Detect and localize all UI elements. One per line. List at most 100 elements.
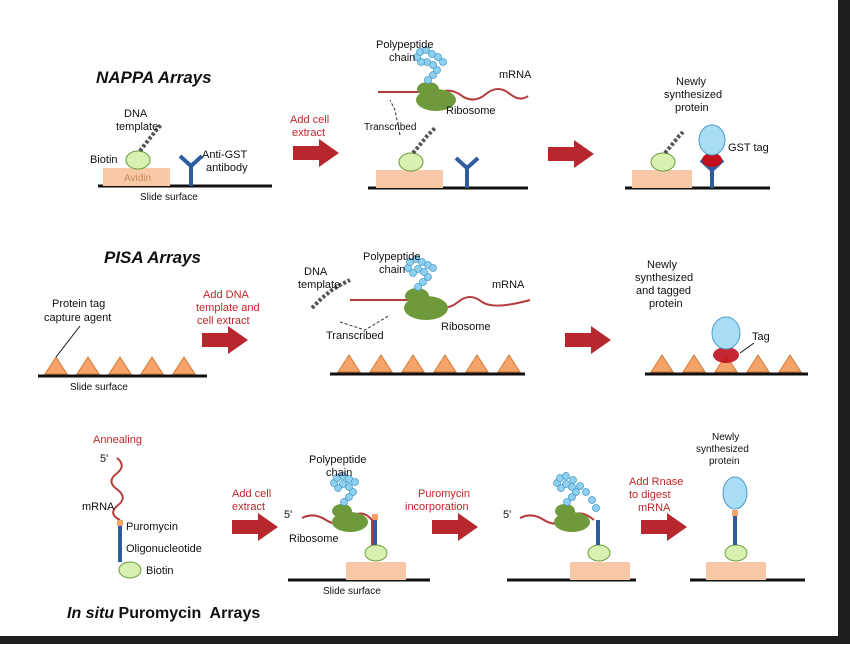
insitu-arrow-1	[232, 513, 278, 541]
puromycin-mark	[372, 514, 378, 520]
insitu-arrow-3	[641, 513, 687, 541]
avidin-block	[632, 170, 692, 188]
newly-label-2: synthesized	[635, 272, 693, 284]
avidin-label: Avidin	[124, 173, 151, 184]
nappa-add-cell-1: Add cell	[290, 114, 329, 126]
biotin-bead	[125, 150, 151, 170]
slide-surface-label: Slide surface	[70, 382, 128, 393]
nappa-arrow-1	[293, 139, 339, 167]
dna-template-label-1: DNA	[304, 266, 328, 278]
newly-label-1: Newly	[647, 259, 677, 271]
tag	[713, 347, 739, 363]
avidin-block	[103, 168, 170, 186]
dna-template	[138, 122, 164, 153]
avidin-block	[376, 170, 443, 188]
newly-synth-protein	[698, 124, 726, 156]
insitu-title: In situ Puromycin Arrays	[67, 605, 260, 622]
biotin-bead	[364, 544, 388, 562]
dna-template	[663, 130, 685, 155]
surface-block	[570, 562, 630, 580]
newly-label-1: Newly	[712, 432, 739, 443]
polypeptide-beads	[413, 46, 447, 84]
slide-surface-label: Slide surface	[323, 586, 381, 597]
pisa-panel-1: Protein tag capture agent Slide surface	[38, 298, 207, 393]
anti-gst-antibody	[178, 154, 204, 186]
insitu-panel-1: Annealing 5' mRNA Puromycin Oligonucleot…	[82, 434, 202, 579]
pisa-arrow-1	[202, 326, 248, 354]
insitu-title-italic: In situ	[67, 605, 114, 622]
biotin-bead	[587, 544, 611, 562]
transcribed-label: Transcribed	[326, 330, 384, 342]
mrna-strand	[378, 88, 529, 101]
newly-synth-protein	[722, 476, 748, 510]
right-border	[838, 0, 850, 644]
pisa-add-2: template and	[196, 302, 260, 314]
ribosome-label: Ribosome	[446, 105, 496, 117]
puromycin-incorp-2: incorporation	[405, 501, 469, 513]
ribosome-label: Ribosome	[289, 533, 339, 545]
pointer-line	[55, 325, 81, 358]
pisa-arrow-2	[565, 326, 611, 354]
nappa-panel-2: Polypeptide chain mRNA Ribosome Transcri…	[364, 39, 532, 190]
pisa-add-1: Add DNA	[203, 289, 250, 301]
newly-label-3: protein	[675, 102, 709, 114]
biotin-bead	[724, 544, 748, 562]
pisa-add-3: cell extract	[197, 315, 250, 327]
five-prime-label: 5'	[284, 509, 292, 521]
anti-gst-label-2: antibody	[206, 162, 248, 174]
puromycin-incorp-1: Puromycin	[418, 488, 470, 500]
transcribed-label: Transcribed	[364, 122, 416, 133]
rnase-label-2: to digest	[629, 489, 671, 501]
nappa-panel-1: Avidin DNA template Biotin Anti-GST anti…	[90, 108, 272, 203]
pisa-title: PISA Arrays	[104, 248, 201, 267]
ribosome-small	[332, 504, 352, 518]
polypeptide-beads	[553, 472, 600, 512]
tag-label: Tag	[752, 331, 770, 343]
slide-surface-label: Slide surface	[140, 192, 198, 203]
nappa-panel-3: Newly synthesized protein GST tag	[625, 76, 770, 190]
dna-template-label-2: template	[116, 121, 158, 133]
ribosome-small	[417, 82, 439, 96]
pisa-panel-2: DNA template Polypeptide chain mRNA Ribo…	[298, 251, 531, 376]
gst-tag-label: GST tag	[728, 142, 769, 154]
mrna-label: mRNA	[492, 279, 525, 291]
capture-pyramids	[44, 356, 196, 375]
insitu-add-cell-2: extract	[232, 501, 265, 513]
insitu-title-rest: Puromycin Arrays	[114, 605, 260, 622]
mrna-label: mRNA	[82, 501, 115, 513]
polypeptide-label-2: chain	[379, 264, 405, 276]
tag-pointer	[739, 342, 755, 354]
capture-pyramids	[650, 354, 802, 373]
newly-label-2: synthesized	[696, 444, 749, 455]
dna-template	[411, 126, 437, 155]
dna-template	[310, 278, 351, 310]
tagged-protein	[711, 316, 741, 350]
insitu-panel-4: Newly synthesized protein	[690, 432, 805, 582]
newly-label-2: synthesized	[664, 89, 722, 101]
newly-label-1: Newly	[676, 76, 706, 88]
surface-block	[346, 562, 406, 580]
polypeptide-label-2: chain	[326, 467, 352, 479]
transcribed-arrow	[389, 99, 401, 136]
polypeptide-label-1: Polypeptide	[376, 39, 434, 51]
newly-label-3: and tagged	[636, 285, 691, 297]
biotin-label: Biotin	[90, 154, 118, 166]
insitu-panel-2: Polypeptide chain 5' Ribosome Slide surf…	[284, 454, 430, 597]
polypeptide-beads	[404, 255, 437, 291]
puromycin-label: Puromycin	[126, 521, 178, 533]
polypeptide-label-1: Polypeptide	[363, 251, 421, 263]
insitu-panel-3: 5'	[503, 472, 636, 582]
nappa-add-cell-2: extract	[292, 127, 325, 139]
rnase-label-1: Add Rnase	[629, 476, 683, 488]
dna-template-label-2: template	[298, 279, 340, 291]
polypeptide-label-1: Polypeptide	[309, 454, 367, 466]
mrna-strand	[110, 457, 124, 521]
gst-tag	[702, 153, 722, 167]
insitu-add-cell-1: Add cell	[232, 488, 271, 500]
nappa-arrow-2	[548, 140, 594, 168]
five-prime-label: 5'	[503, 509, 511, 521]
rnase-label-3: mRNA	[638, 502, 671, 514]
annealing-label: Annealing	[93, 434, 142, 446]
dna-template-label-1: DNA	[124, 108, 148, 120]
